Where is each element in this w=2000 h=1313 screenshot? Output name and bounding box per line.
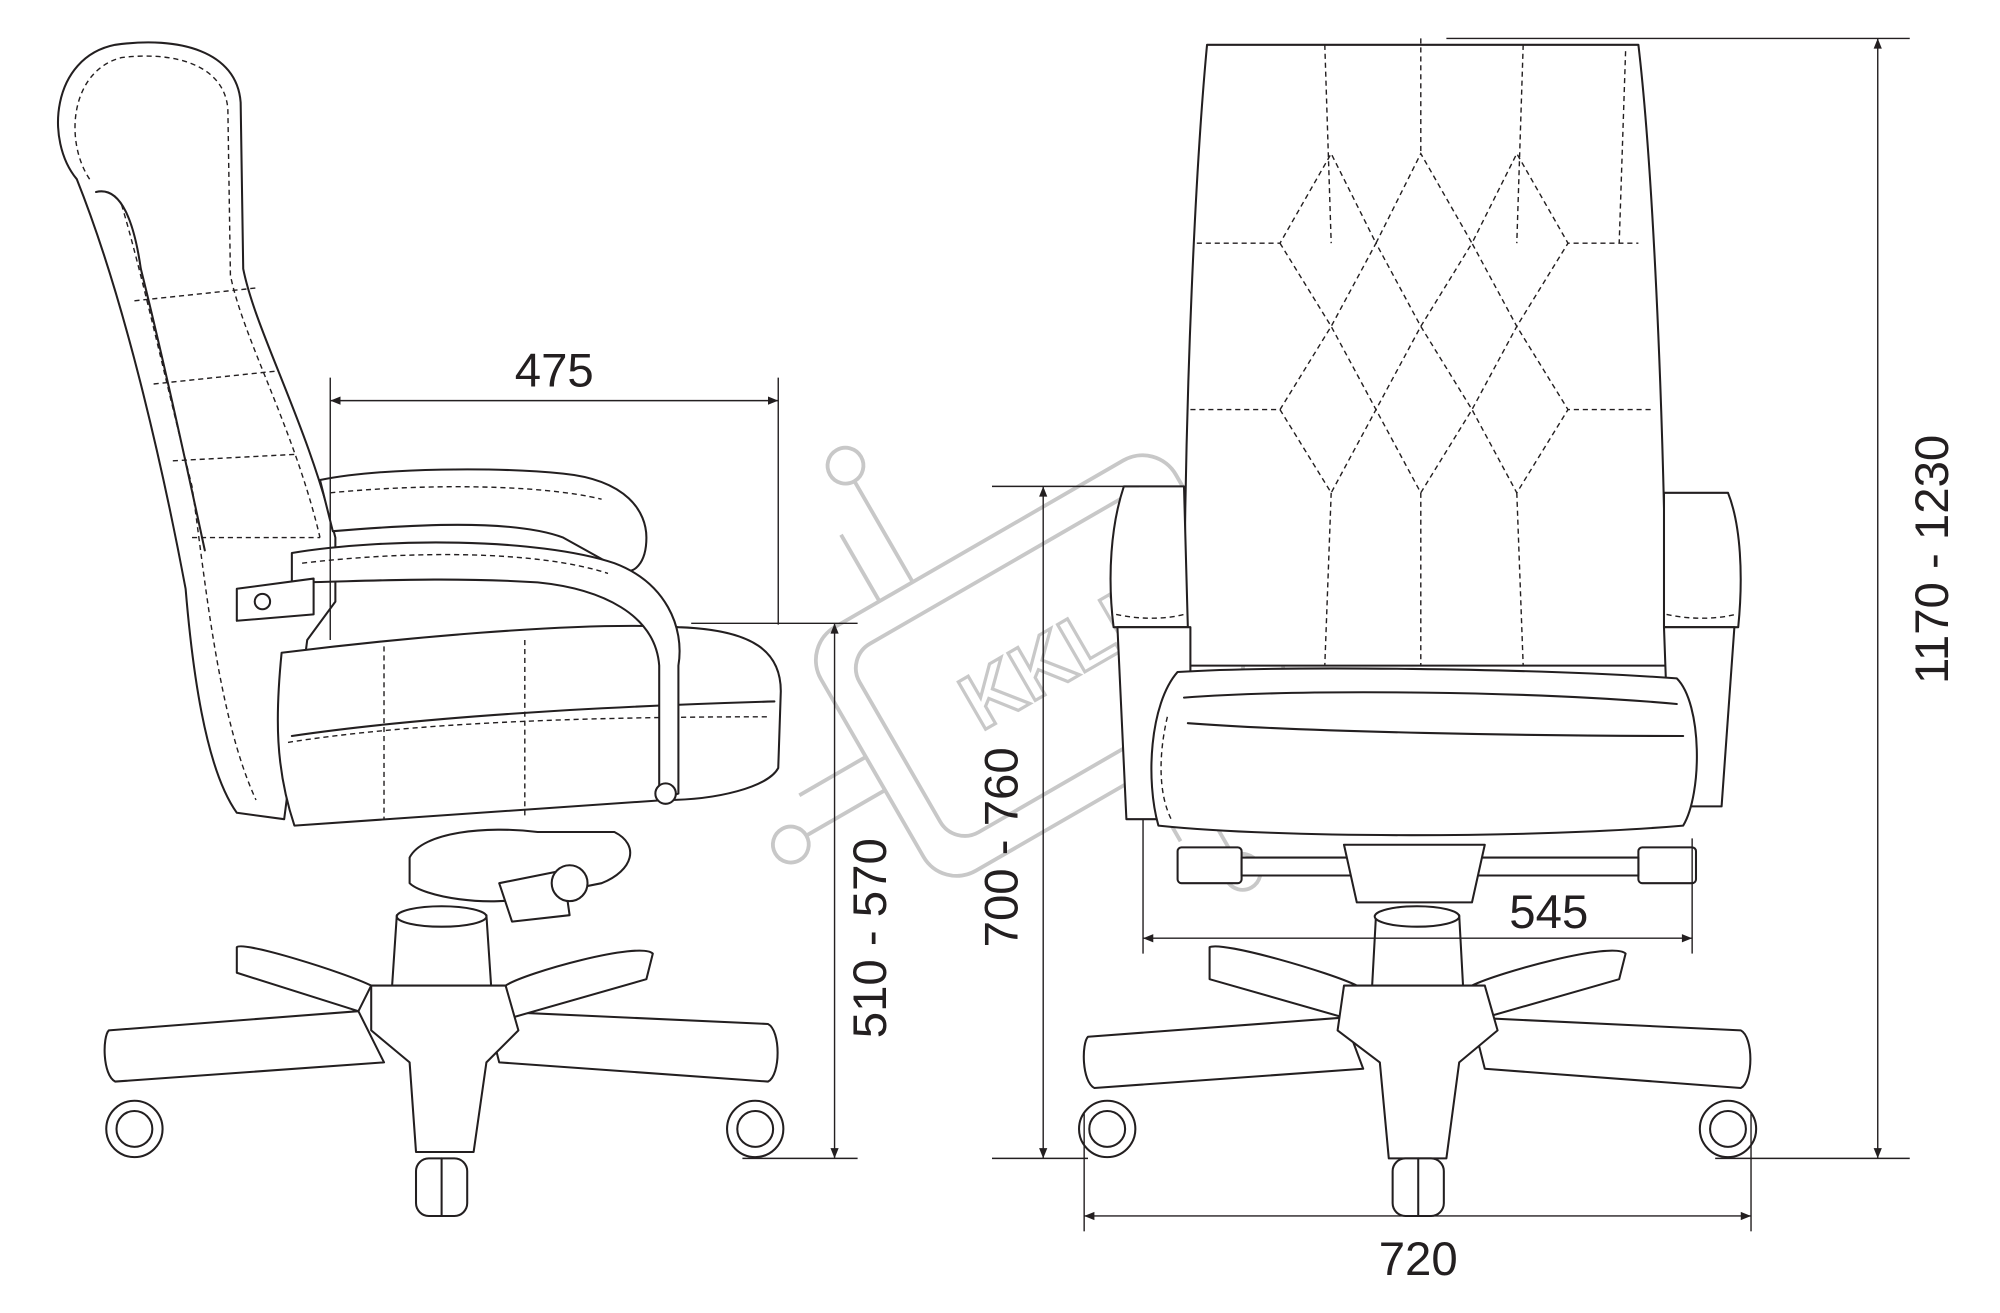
seat-height-label: 510 - 570 [844,838,897,1038]
base-width-label: 720 [1379,1233,1458,1286]
seat-width-label: 545 [1509,886,1588,939]
armrest-height-label: 700 - 760 [976,747,1029,947]
dimension-total-height: 1170 - 1230 [1446,37,1959,1160]
dimension-seat-width: 545 [1142,819,1693,954]
dimension-armrest-height: 700 - 760 [976,485,1140,1160]
dimension-base-width: 720 [1083,1113,1752,1286]
seat-depth-label: 475 [515,345,594,398]
front-view-chair [1078,38,1758,1218]
total-height-label: 1170 - 1230 [1906,435,1959,684]
dimension-seat-height: 510 - 570 [691,622,897,1160]
dimension-seat-depth: 475 [329,345,779,640]
side-view-chair [57,41,785,1218]
